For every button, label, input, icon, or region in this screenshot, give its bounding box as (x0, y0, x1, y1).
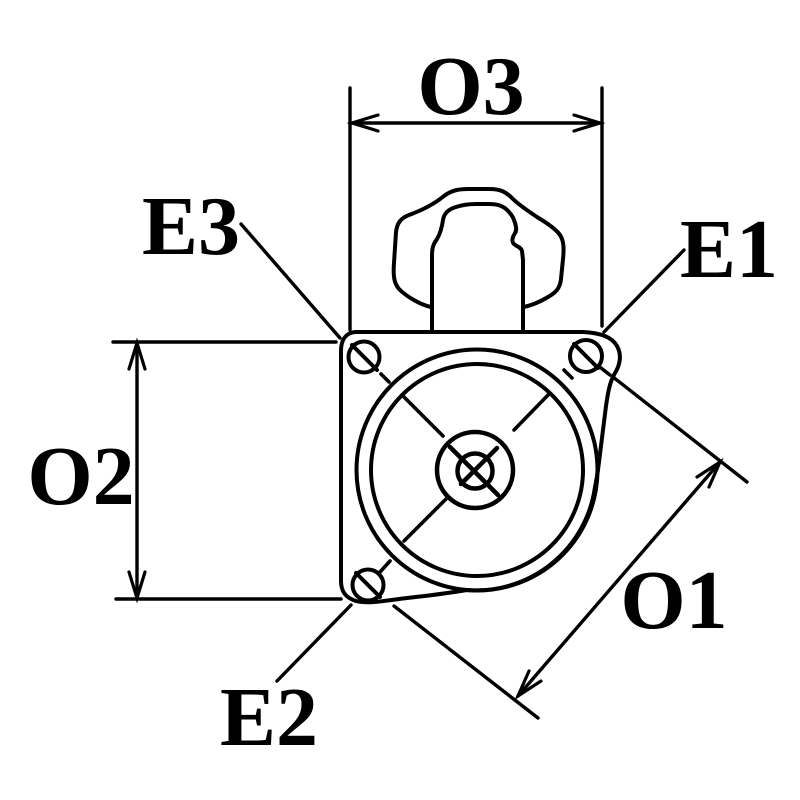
dimension-o2 (111, 337, 343, 604)
bolt-hole-bottom-left (350, 567, 386, 603)
o3-arrowhead-right (572, 113, 606, 133)
e3-leader-line (239, 222, 342, 340)
centerline-dash-top-right (562, 368, 574, 380)
centerline-upper-left (400, 393, 445, 438)
dimension-label-o1: O1 (620, 554, 727, 647)
o2-arrowhead-bottom (127, 570, 147, 604)
o1-extension-line-upper (611, 375, 749, 484)
drive-housing-outer-profile (391, 187, 566, 309)
pilot-circle-outer (354, 347, 600, 593)
e2-leader-line (275, 603, 353, 683)
dimension-label-o2: O2 (27, 430, 134, 523)
centerline-dash-bottom-left (378, 559, 392, 574)
bolt-hole-slash-top-left (350, 343, 379, 372)
hole-callouts (239, 222, 686, 683)
o1-extension-dash-upper (599, 366, 612, 377)
centerline-upper-right (512, 392, 551, 432)
o1-dimension-line (516, 460, 722, 698)
bolt-hole-top-left (346, 339, 382, 375)
o1-arrowhead-lower (514, 669, 543, 701)
dimension-o3 (346, 86, 606, 332)
hole-label-e1: E1 (680, 203, 778, 296)
shaft-center-circle (455, 451, 495, 491)
dimension-o1 (392, 366, 749, 720)
o2-arrowhead-top (127, 337, 147, 371)
bolt-hole-top-right (568, 338, 604, 374)
bolt-hole-slash-bottom-left (354, 571, 382, 599)
o3-arrowhead-left (346, 113, 380, 133)
bolt-hole-slash-top-right (572, 342, 600, 370)
o1-extension-line-lower (392, 604, 540, 720)
o1-arrowhead-upper (695, 457, 724, 489)
hub-cross-slash-ne-sw (458, 445, 500, 487)
e1-leader-line (602, 248, 686, 334)
pilot-circle-inner (369, 362, 585, 578)
centerline-dash-top-left (379, 372, 391, 384)
dimension-label-o3: O3 (417, 40, 524, 133)
drive-housing-inner-profile (430, 202, 525, 334)
flange-body (339, 187, 622, 605)
hole-label-e2: E2 (220, 671, 318, 764)
shaft-hub-circle (434, 429, 516, 511)
hole-label-e3: E3 (142, 180, 240, 273)
centerline-lower-left (402, 497, 448, 543)
